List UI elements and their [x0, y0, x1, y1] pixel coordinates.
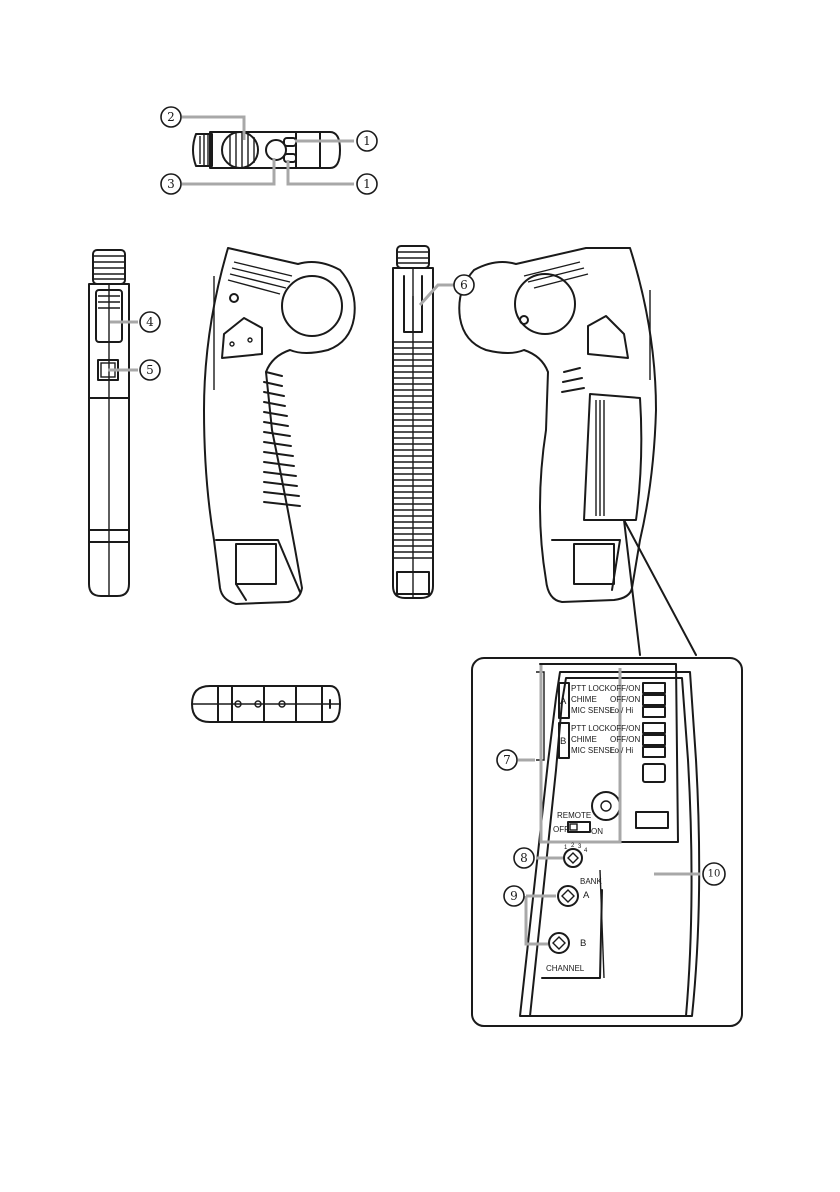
- bank-b-label: B: [580, 938, 586, 949]
- callout-8-label: 8: [520, 851, 528, 865]
- top-view: [193, 132, 340, 168]
- b-row3-name: MIC SENSE: [571, 746, 615, 755]
- callout-10: 10: [703, 863, 725, 885]
- channel-label: CHANNEL: [546, 964, 585, 973]
- callout-7-label: 7: [503, 753, 511, 767]
- b-row3-value: Lo / Hi: [610, 746, 633, 755]
- remote-off-label: OFF: [553, 825, 569, 834]
- remote-label: REMOTE: [557, 811, 591, 820]
- callout-2-label: 2: [167, 110, 175, 124]
- b-row2-value: OFF/ON: [610, 735, 640, 744]
- callout-1-lower-label: 1: [363, 177, 371, 191]
- a-row1-value: OFF/ON: [610, 684, 640, 693]
- callout-1-upper: 1: [357, 131, 377, 151]
- callout-5: 5: [140, 360, 160, 380]
- group-a-label: A: [560, 696, 567, 707]
- callout-7: 7: [497, 750, 517, 770]
- a-row3-name: MIC SENSE: [571, 706, 615, 715]
- callout-4-label: 4: [146, 315, 154, 329]
- b-row1-value: OFF/ON: [610, 724, 640, 733]
- bank-label: BANK: [580, 877, 602, 886]
- b-row1-name: PTT LOCK: [571, 724, 611, 733]
- a-row3-value: Lo / Hi: [610, 706, 633, 715]
- callout-9: 9: [504, 886, 524, 906]
- a-row1-name: PTT LOCK: [571, 684, 611, 693]
- callout-6: 6: [454, 275, 474, 295]
- callout-5-label: 5: [146, 363, 154, 377]
- a-row2-value: OFF/ON: [610, 695, 640, 704]
- zoom-lines: [624, 520, 696, 655]
- callout-1-lower: 1: [357, 174, 377, 194]
- callout-3-label: 3: [167, 177, 175, 191]
- dial-digit-3: 3: [578, 844, 582, 850]
- bottom-view: [192, 686, 340, 722]
- callout-4: 4: [140, 312, 160, 332]
- side-view-right-leaders: [420, 285, 454, 305]
- callout-6-label: 6: [460, 278, 468, 292]
- a-row2-name: CHIME: [571, 695, 597, 704]
- bank-a-label: A: [583, 890, 590, 901]
- callout-1-upper-label: 1: [363, 134, 371, 148]
- callout-2: 2: [161, 107, 181, 127]
- callout-10-label: 10: [708, 869, 721, 880]
- remote-on-label: ON: [591, 827, 603, 836]
- front-profile-left: [204, 248, 355, 604]
- dial-digit-4: 4: [584, 848, 588, 854]
- callout-9-label: 9: [510, 889, 518, 903]
- group-b-label: B: [560, 736, 566, 747]
- callout-3: 3: [161, 174, 181, 194]
- b-row2-name: CHIME: [571, 735, 597, 744]
- side-view-left: [89, 250, 129, 596]
- callout-8: 8: [514, 848, 534, 868]
